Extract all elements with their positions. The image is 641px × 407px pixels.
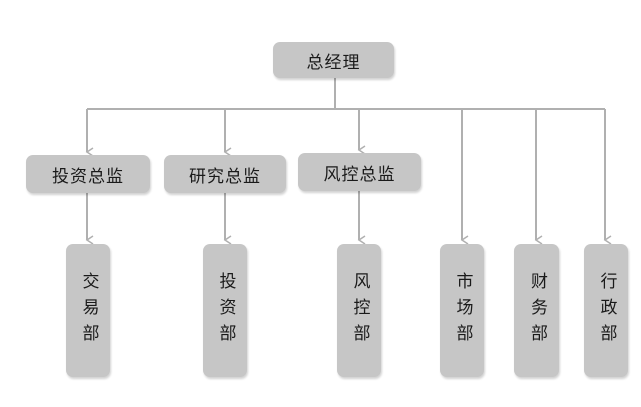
trading-director-label: 投资总监 [52,166,124,187]
research-director-node: 研究总监 [164,155,286,193]
risk-director-node: 风控总监 [298,153,421,191]
investment-dept-label: 投资部 [215,271,236,350]
trading-dept-node: 交易部 [66,244,110,377]
risk-dept-label: 风控部 [349,271,370,350]
finance-dept-node: 财务部 [514,244,559,377]
trading-dept-label: 交易部 [78,271,99,350]
general-manager-node: 总经理 [273,42,394,78]
admin-dept-node: 行政部 [584,244,628,377]
risk-director-label: 风控总监 [323,164,396,185]
general-manager-label: 总经理 [306,52,361,73]
research-director-label: 研究总监 [189,166,261,187]
trading-director-node: 投资总监 [26,155,150,193]
finance-dept-label: 财务部 [527,271,547,350]
marketing-dept-node: 市场部 [440,244,484,377]
marketing-dept-label: 市场部 [452,271,473,350]
admin-dept-label: 行政部 [596,271,617,350]
risk-dept-node: 风控部 [337,244,381,377]
investment-dept-node: 投资部 [203,244,247,377]
